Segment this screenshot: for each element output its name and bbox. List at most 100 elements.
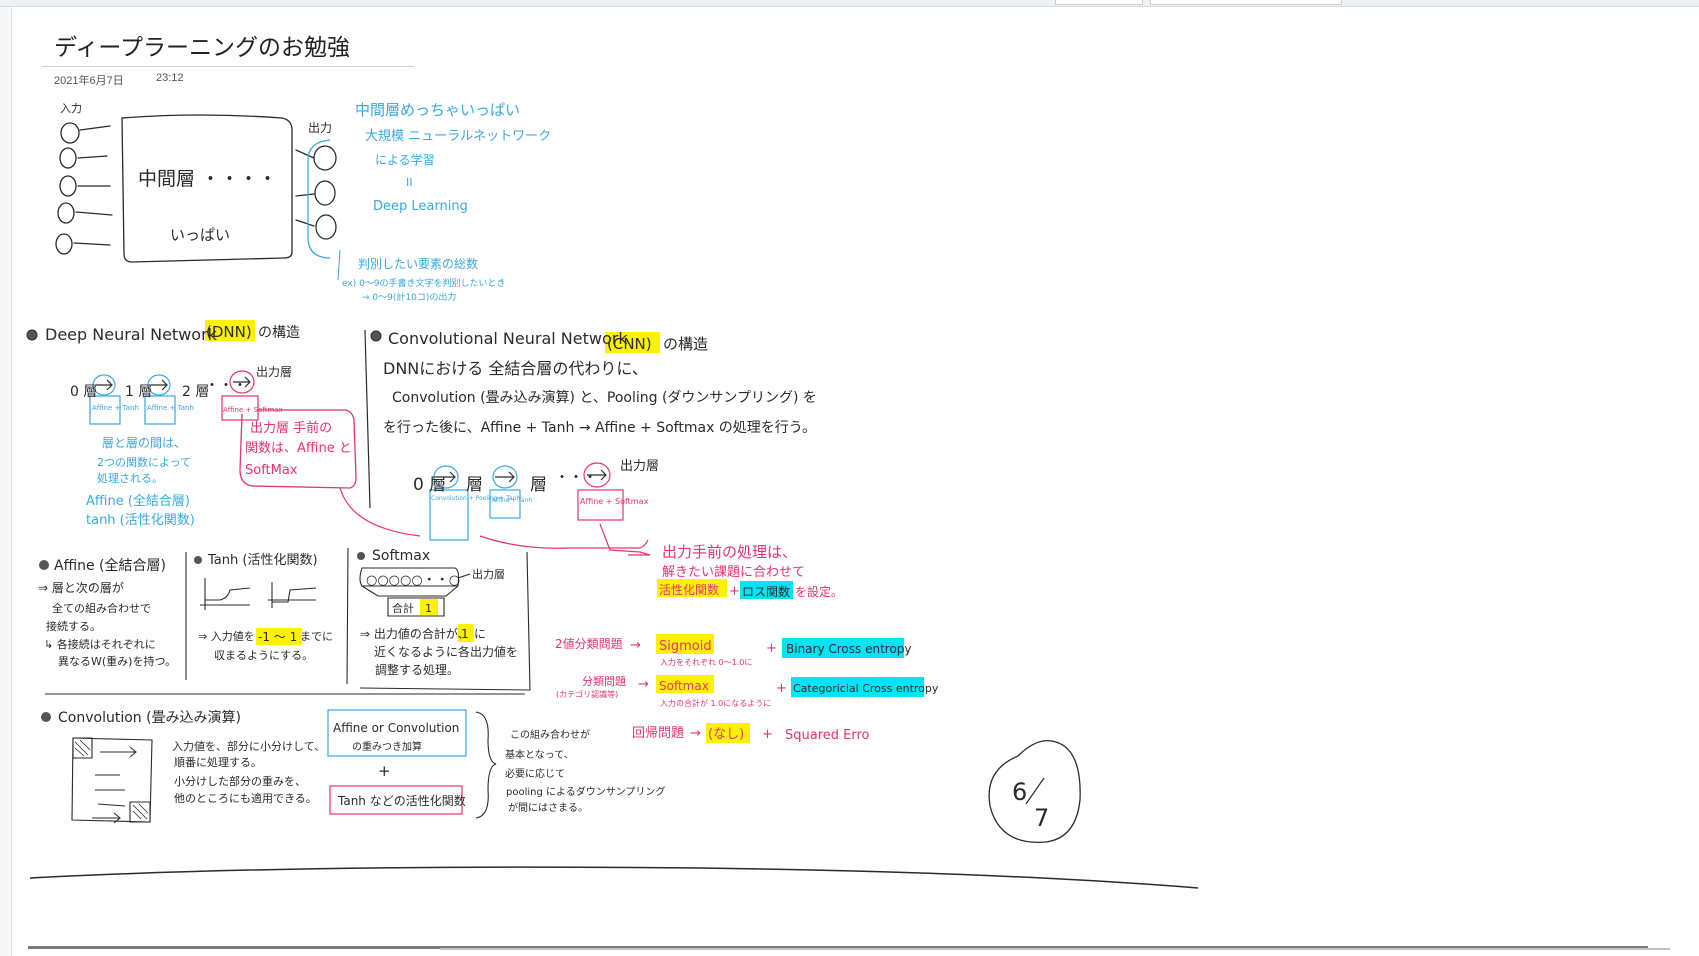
svg-text:調整する処理。: 調整する処理。: [375, 662, 459, 677]
svg-text:他のところにも適用できる。: 他のところにも適用できる。: [174, 791, 317, 805]
svg-text:(CNN): (CNN): [607, 335, 652, 353]
svg-text:必要に応じて: 必要に応じて: [505, 767, 565, 780]
top-blue-notes: 中間層めっちゃいっぱい 大規模 ニューラルネットワーク による学習 II Dee…: [342, 101, 551, 303]
svg-text:1: 1: [425, 602, 432, 615]
svg-text:Tanh (活性化関数): Tanh (活性化関数): [207, 553, 318, 568]
svg-text:接続する。: 接続する。: [46, 619, 101, 633]
svg-text:入力の合計が 1.0になるように: 入力の合計が 1.0になるように: [660, 698, 771, 708]
svg-text:DNNにおける 全結合層の代わりに、: DNNにおける 全結合層の代わりに、: [383, 359, 648, 378]
cnn-box-labels: Convolution + Pooling + Tanh Affine + Ta…: [431, 495, 648, 506]
svg-text:層: 層: [466, 475, 483, 495]
middle-layer-box: [121, 114, 293, 263]
cnn-layers: 0 層 層 層 ・・・ 出力層: [413, 459, 659, 495]
svg-text:入力値を、部分に小分けして、: 入力値を、部分に小分けして、: [172, 739, 325, 753]
svg-text:・・・: ・・・: [205, 378, 247, 394]
svg-text:を設定。: を設定。: [795, 584, 843, 599]
svg-text:この組み合わせが: この組み合わせが: [510, 728, 590, 741]
svg-text:II: II: [406, 176, 413, 189]
svg-text:ex) 0〜9の手書き文字を判別したいとき: ex) 0〜9の手書き文字を判別したいとき: [342, 277, 506, 289]
svg-text:Affine + Softmax: Affine + Softmax: [223, 406, 283, 414]
svg-text:Deep Neural Network: Deep Neural Network: [45, 325, 218, 344]
svg-text:ロス関数: ロス関数: [742, 584, 790, 599]
cnn-description: DNNにおける 全結合層の代わりに、 Convolution (畳み込み演算) …: [383, 359, 817, 436]
svg-text:層: 層: [530, 475, 547, 495]
svg-text:pooling によるダウンサンプリング: pooling によるダウンサンプリング: [506, 785, 665, 798]
svg-text:近くなるように各出力値を: 近くなるように各出力値を: [374, 644, 518, 659]
horizontal-scrollbar[interactable]: [28, 946, 1648, 949]
svg-text:が間にはさまる。: が間にはさまる。: [508, 801, 588, 814]
dnn-diagram: [89, 370, 259, 425]
svg-text:↳ 各接続はそれぞれに: ↳ 各接続はそれぞれに: [44, 637, 156, 651]
dnn-cnn-divider: [364, 329, 371, 509]
scrollbar-track[interactable]: [440, 948, 1670, 950]
page-date: 2021年6月7日: [54, 75, 124, 87]
svg-text:処理される。: 処理される。: [97, 472, 163, 485]
svg-text:Affine + Softmax: Affine + Softmax: [580, 497, 648, 506]
svg-text:順番に処理する。: 順番に処理する。: [174, 756, 262, 769]
svg-text:Tanh などの活性化関数: Tanh などの活性化関数: [337, 793, 466, 808]
dnn-layers: 0 層 1 層 2 層 ・・・ 出力層: [70, 365, 292, 400]
svg-text:0 層: 0 層: [70, 384, 97, 400]
svg-text:Affine (全結合層): Affine (全結合層): [86, 493, 190, 509]
svg-text:⇒ 入力値を: ⇒ 入力値を: [198, 630, 255, 643]
svg-text:1: 1: [461, 627, 469, 641]
svg-text:出力層: 出力層: [256, 365, 292, 379]
svg-text:Affine or Convolution: Affine or Convolution: [333, 721, 459, 735]
svg-text:Binary Cross entropy: Binary Cross entropy: [786, 642, 912, 656]
svg-text:Convolution + Pooling + Tanh: Convolution + Pooling + Tanh: [431, 495, 520, 502]
svg-text:2 層: 2 層: [182, 384, 209, 400]
dnn-pink-connector: [339, 487, 421, 537]
svg-text:→: →: [630, 638, 641, 653]
svg-text:→: →: [638, 677, 649, 692]
svg-text:⇒ 出力値の合計が、: ⇒ 出力値の合計が、: [360, 626, 470, 641]
svg-text:Affine + Tanh: Affine + Tanh: [147, 404, 194, 412]
svg-text:までに: までに: [300, 630, 333, 643]
svg-text:の構造: の構造: [258, 325, 300, 341]
middle-layer-label: 中間層 ・・・・: [138, 168, 277, 190]
toolbar-field[interactable]: [1055, 0, 1143, 5]
date-circle: 6 7: [988, 739, 1081, 843]
svg-text:+: +: [766, 641, 777, 656]
svg-text:SoftMax: SoftMax: [245, 463, 298, 478]
svg-text:1 層: 1 層: [125, 384, 152, 400]
svg-text:Softmax: Softmax: [372, 548, 430, 564]
output-nodes: [295, 145, 337, 240]
svg-text:層と層の間は、: 層と層の間は、: [102, 436, 186, 450]
svg-text:Categoricial Cross entropy: Categoricial Cross entropy: [793, 682, 939, 695]
svg-text:・・・: ・・・: [555, 470, 597, 486]
svg-text:出力層: 出力層: [620, 459, 659, 474]
dnn-heading: Deep Neural Network (DNN) の構造: [26, 320, 300, 344]
svg-text:出力層 手前の: 出力層 手前の: [250, 420, 332, 436]
svg-text:(カテゴリ認識等): (カテゴリ認識等): [556, 689, 618, 699]
svg-text:Deep Learning: Deep Learning: [373, 199, 468, 214]
svg-text:Convolution (畳み込み演算) と、Pooling: Convolution (畳み込み演算) と、Pooling (ダウンサンプリン…: [392, 390, 817, 406]
svg-text:分類問題: 分類問題: [582, 675, 626, 688]
svg-text:Convolutional Neural Network: Convolutional Neural Network: [388, 329, 628, 348]
cnn-diagram: [429, 462, 624, 541]
svg-text:の重みつき加算: の重みつき加算: [352, 740, 422, 753]
svg-text:+: +: [729, 584, 740, 599]
svg-text:Softmax: Softmax: [659, 679, 709, 693]
left-gutter: [0, 7, 12, 956]
svg-text:大規模 ニューラルネットワーク: 大規模 ニューラルネットワーク: [365, 129, 551, 144]
toolbar-search-field[interactable]: [1150, 0, 1342, 5]
svg-text:(DNN): (DNN): [206, 323, 252, 341]
bottom-divider: [29, 866, 1199, 889]
svg-text:による学習: による学習: [375, 152, 435, 167]
title-divider: [42, 66, 414, 67]
page-time: 23:12: [156, 72, 184, 84]
affine-panel: Affine (全結合層) ⇒ 層と次の層が 全ての組み合わせで 接続する。 ↳…: [38, 557, 176, 668]
svg-text:tanh (活性化関数): tanh (活性化関数): [86, 513, 195, 528]
svg-text:出力層: 出力層: [472, 567, 505, 581]
output-label: 出力: [308, 121, 332, 135]
page-title[interactable]: ディープラーニングのお勉強: [54, 35, 351, 61]
svg-text:→: →: [690, 726, 701, 741]
svg-text:→ 0〜9(計10コ)の出力: → 0〜9(計10コ)の出力: [362, 291, 456, 303]
svg-text:回帰問題: 回帰問題: [632, 725, 684, 741]
top-toolbar: [0, 0, 1699, 7]
middle-layer-sub: いっぱい: [170, 226, 230, 244]
svg-text:収まるようにする。: 収まるようにする。: [214, 649, 313, 662]
svg-text:に: に: [474, 627, 486, 641]
svg-text:Affine + Tanh: Affine + Tanh: [492, 497, 532, 504]
